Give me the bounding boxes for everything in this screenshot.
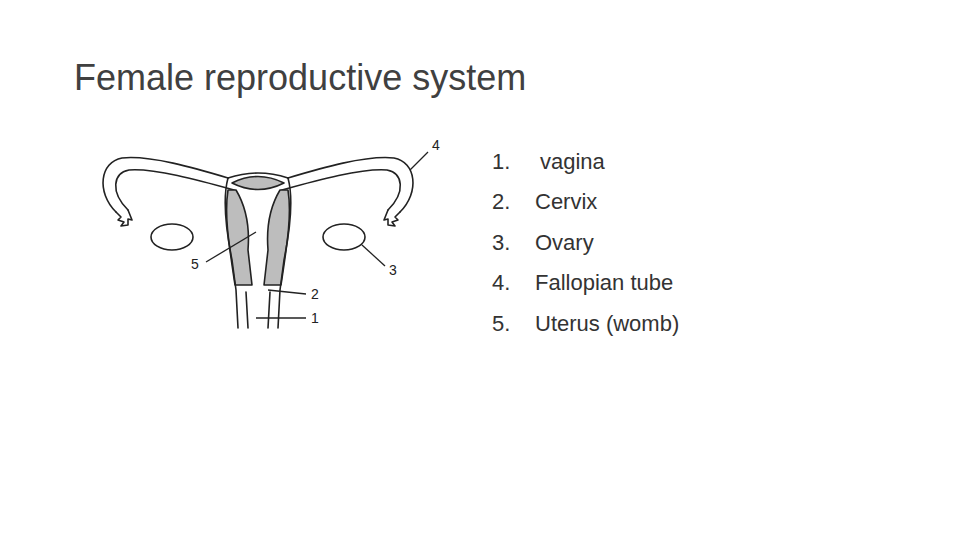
list-item: Fallopian tube — [535, 271, 673, 295]
list-item: vagina — [540, 150, 605, 174]
fimbriae — [116, 210, 132, 226]
list-number: 1. — [492, 150, 510, 174]
vaginal-wall — [246, 292, 248, 328]
callout-number: 3 — [389, 263, 397, 278]
uterine-wall — [227, 190, 252, 285]
leader-line — [362, 245, 385, 266]
callout-number: 4 — [432, 138, 440, 153]
list-number: 4. — [492, 271, 510, 295]
organ-half-mirror — [264, 158, 413, 328]
slide-title: Female reproductive system — [74, 58, 526, 98]
callout-number: 2 — [311, 287, 319, 302]
leader-line — [206, 232, 256, 262]
list-item: Cervix — [535, 190, 597, 214]
callout-number: 1 — [311, 311, 319, 326]
list-number: 5. — [492, 312, 510, 336]
ovary-shape — [151, 224, 193, 250]
outer-wall — [225, 178, 238, 328]
callout-number: 5 — [191, 257, 199, 272]
uterine-cavity — [232, 177, 284, 190]
tube-inner-wall — [116, 170, 234, 210]
leader-line — [256, 317, 306, 318]
leader-lines — [206, 152, 428, 318]
leader-line — [410, 152, 428, 170]
list-number: 3. — [492, 231, 510, 255]
list-number: 2. — [492, 190, 510, 214]
organ-half — [103, 158, 252, 328]
leader-line — [268, 290, 306, 294]
list-item: Uterus (womb) — [535, 312, 679, 336]
list-item: Ovary — [535, 231, 594, 255]
